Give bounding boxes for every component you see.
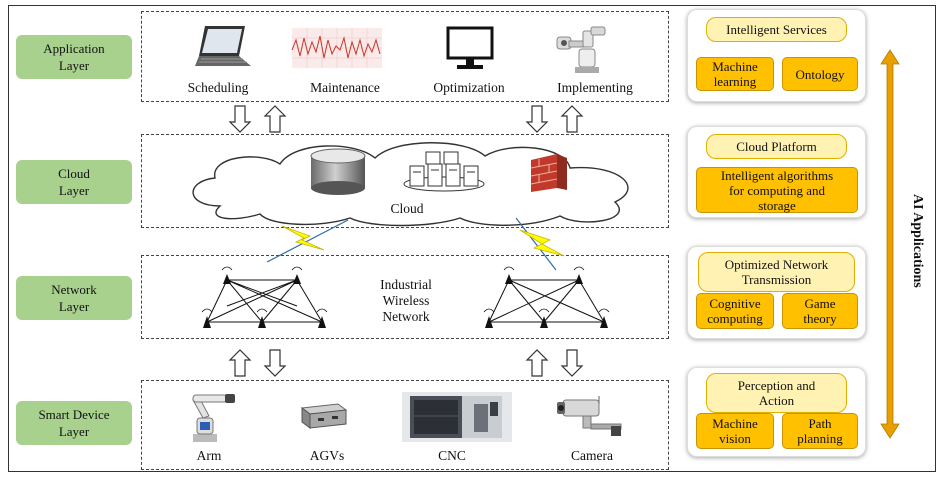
device-caption-cnc: CNC: [438, 448, 466, 463]
server-cluster-icon: [403, 151, 485, 192]
cnc-machine-icon: [402, 392, 512, 442]
layer-label-smart-device: Smart Device Layer: [16, 401, 132, 445]
robot-arm-icon: [192, 394, 235, 442]
panel-intelligent-services: Intelligent Services Machine learning On…: [687, 9, 866, 102]
wireless-mesh-right: [483, 266, 610, 328]
diagram-frame: [8, 5, 936, 472]
panel-title-cloud-platform: Cloud Platform: [706, 134, 847, 159]
chip-machine-learning: Machine learning: [696, 57, 774, 91]
firewall-icon: [530, 154, 567, 192]
chip-ontology: Ontology: [782, 57, 858, 91]
network-device-arrows-left: [228, 349, 287, 377]
panel-optimized-network: Optimized Network Transmission Cognitive…: [687, 246, 866, 339]
monitor-icon: [446, 26, 494, 69]
application-layer-box: [141, 11, 669, 102]
panel-cloud-platform: Cloud Platform Intelligent algorithms fo…: [687, 126, 866, 218]
app-caption-scheduling: Scheduling: [187, 80, 249, 95]
app-caption-optimization: Optimization: [433, 80, 505, 95]
layer-label-network: Network Layer: [16, 276, 132, 320]
agv-icon: [300, 403, 348, 429]
app-cloud-arrows-left: [228, 105, 287, 133]
chip-cognitive-computing: Cognitive computing: [696, 293, 774, 329]
layer-label-application: Application Layer: [16, 35, 132, 79]
ai-double-arrow: [880, 49, 900, 439]
panel-title-intelligent-services: Intelligent Services: [706, 17, 847, 42]
database-icon: [310, 148, 366, 195]
panel-perception-action: Perception and Action Machine vision Pat…: [687, 367, 866, 457]
app-cloud-arrows-right: [525, 105, 584, 133]
wireless-link-left: [266, 219, 349, 263]
laptop-icon: [195, 26, 251, 66]
wireless-mesh-left: [201, 266, 328, 328]
panel-title-perception-action: Perception and Action: [706, 373, 847, 413]
network-caption: Industrial Wireless Network: [380, 277, 432, 324]
cloud-layer-box: [141, 134, 669, 228]
robot-icon: [556, 26, 606, 73]
chip-intelligent-algorithms: Intelligent algorithms for computing and…: [696, 167, 858, 213]
chip-path-planning: Path planning: [782, 413, 858, 449]
chip-machine-vision: Machine vision: [696, 413, 774, 449]
chip-game-theory: Game theory: [782, 293, 858, 329]
ai-applications-label: AI Applications: [910, 193, 925, 288]
camera-icon: [557, 396, 622, 436]
network-layer-box: [141, 255, 669, 339]
cloud-caption: Cloud: [390, 201, 424, 216]
app-caption-implementing: Implementing: [557, 80, 633, 95]
device-caption-camera: Camera: [571, 448, 613, 463]
ecg-chart-icon: [291, 28, 382, 68]
panel-title-optimized-network: Optimized Network Transmission: [698, 252, 855, 292]
network-device-arrows-right: [525, 349, 584, 377]
device-caption-arm: Arm: [196, 448, 222, 463]
app-caption-maintenance: Maintenance: [310, 80, 380, 95]
smart-device-layer-box: [141, 380, 669, 470]
wireless-link-right: [515, 217, 565, 271]
device-caption-agvs: AGVs: [309, 448, 345, 463]
layer-label-cloud: Cloud Layer: [16, 160, 132, 204]
